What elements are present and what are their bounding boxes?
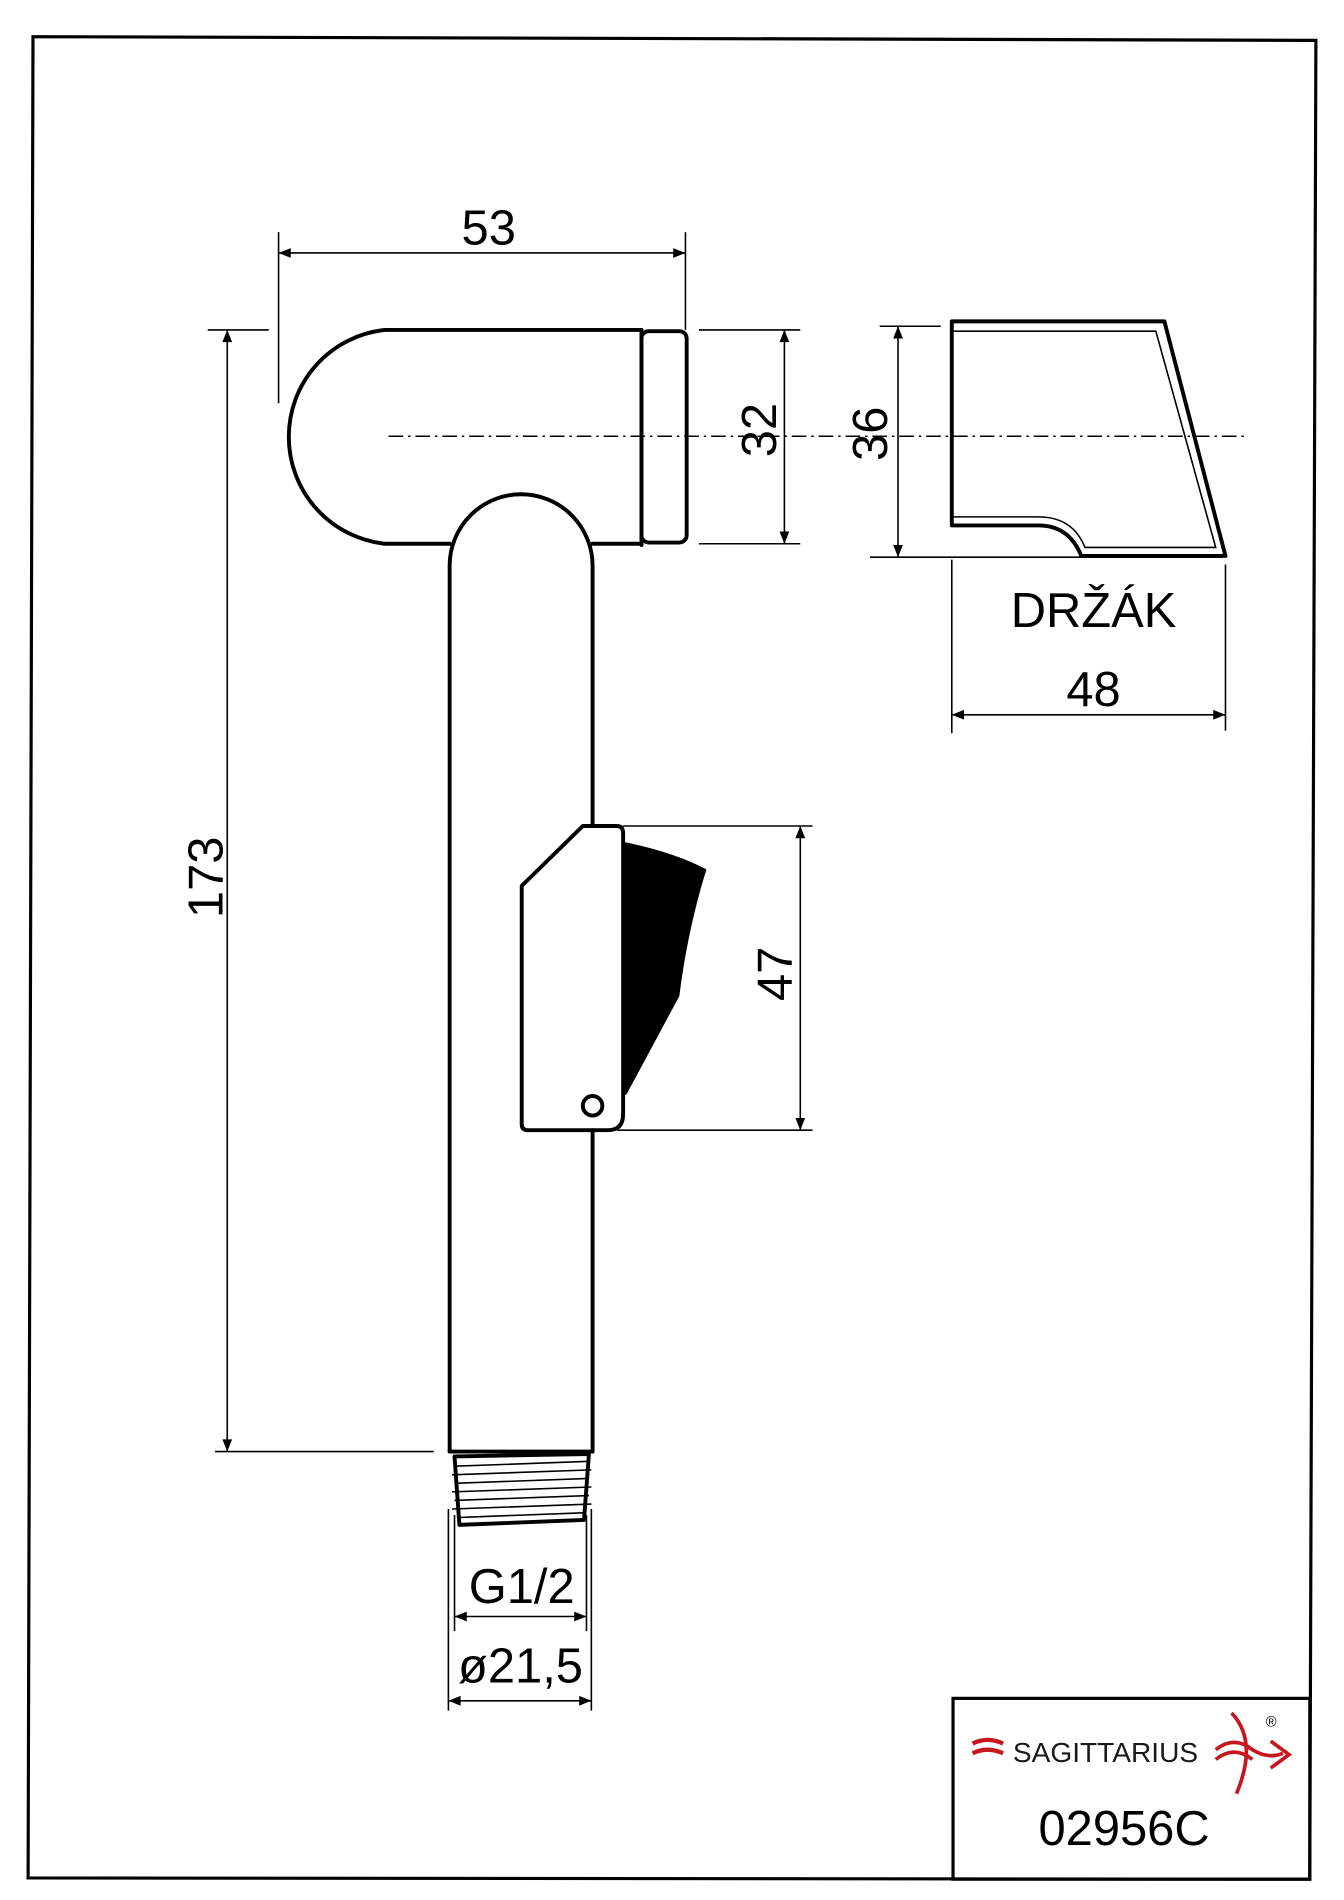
dim-thread-diameter-label: ø21,5 — [458, 1639, 583, 1693]
registered-mark: ® — [1266, 1714, 1277, 1730]
brand-name: SAGITTARIUS — [1013, 1737, 1198, 1768]
dim-holder-height: 36 — [844, 325, 1222, 558]
dim-holder-width: 48 — [951, 559, 1227, 734]
dim-width: 53 — [277, 201, 687, 404]
trigger — [519, 824, 707, 1133]
dim-thread-label: G1/2 — [469, 1560, 575, 1614]
pivot-icon — [580, 1094, 605, 1118]
handle — [447, 492, 595, 1454]
thread — [452, 1452, 592, 1527]
dim-total-height: 173 — [179, 329, 434, 1453]
title-block: SAGITTARIUS ® 02956C — [951, 1696, 1312, 1881]
dim-head-height-label: 32 — [733, 403, 787, 457]
dim-trigger-height-label: 47 — [749, 947, 803, 1001]
dim-holder-height-label: 36 — [844, 407, 898, 461]
brand-logo: SAGITTARIUS ® — [971, 1711, 1293, 1795]
dim-trigger-height: 47 — [617, 825, 813, 1132]
holder-label: DRŽÁK — [1011, 584, 1177, 638]
dim-total-height-label: 173 — [179, 837, 233, 919]
dim-holder-width-label: 48 — [1066, 663, 1120, 717]
dim-head-height: 32 — [698, 329, 801, 545]
product-code: 02956C — [1038, 1802, 1209, 1856]
dim-thread: G1/2 ø21,5 — [447, 1508, 593, 1711]
dim-width-label: 53 — [462, 201, 516, 255]
holder — [949, 319, 1228, 558]
shower-head — [286, 327, 689, 547]
